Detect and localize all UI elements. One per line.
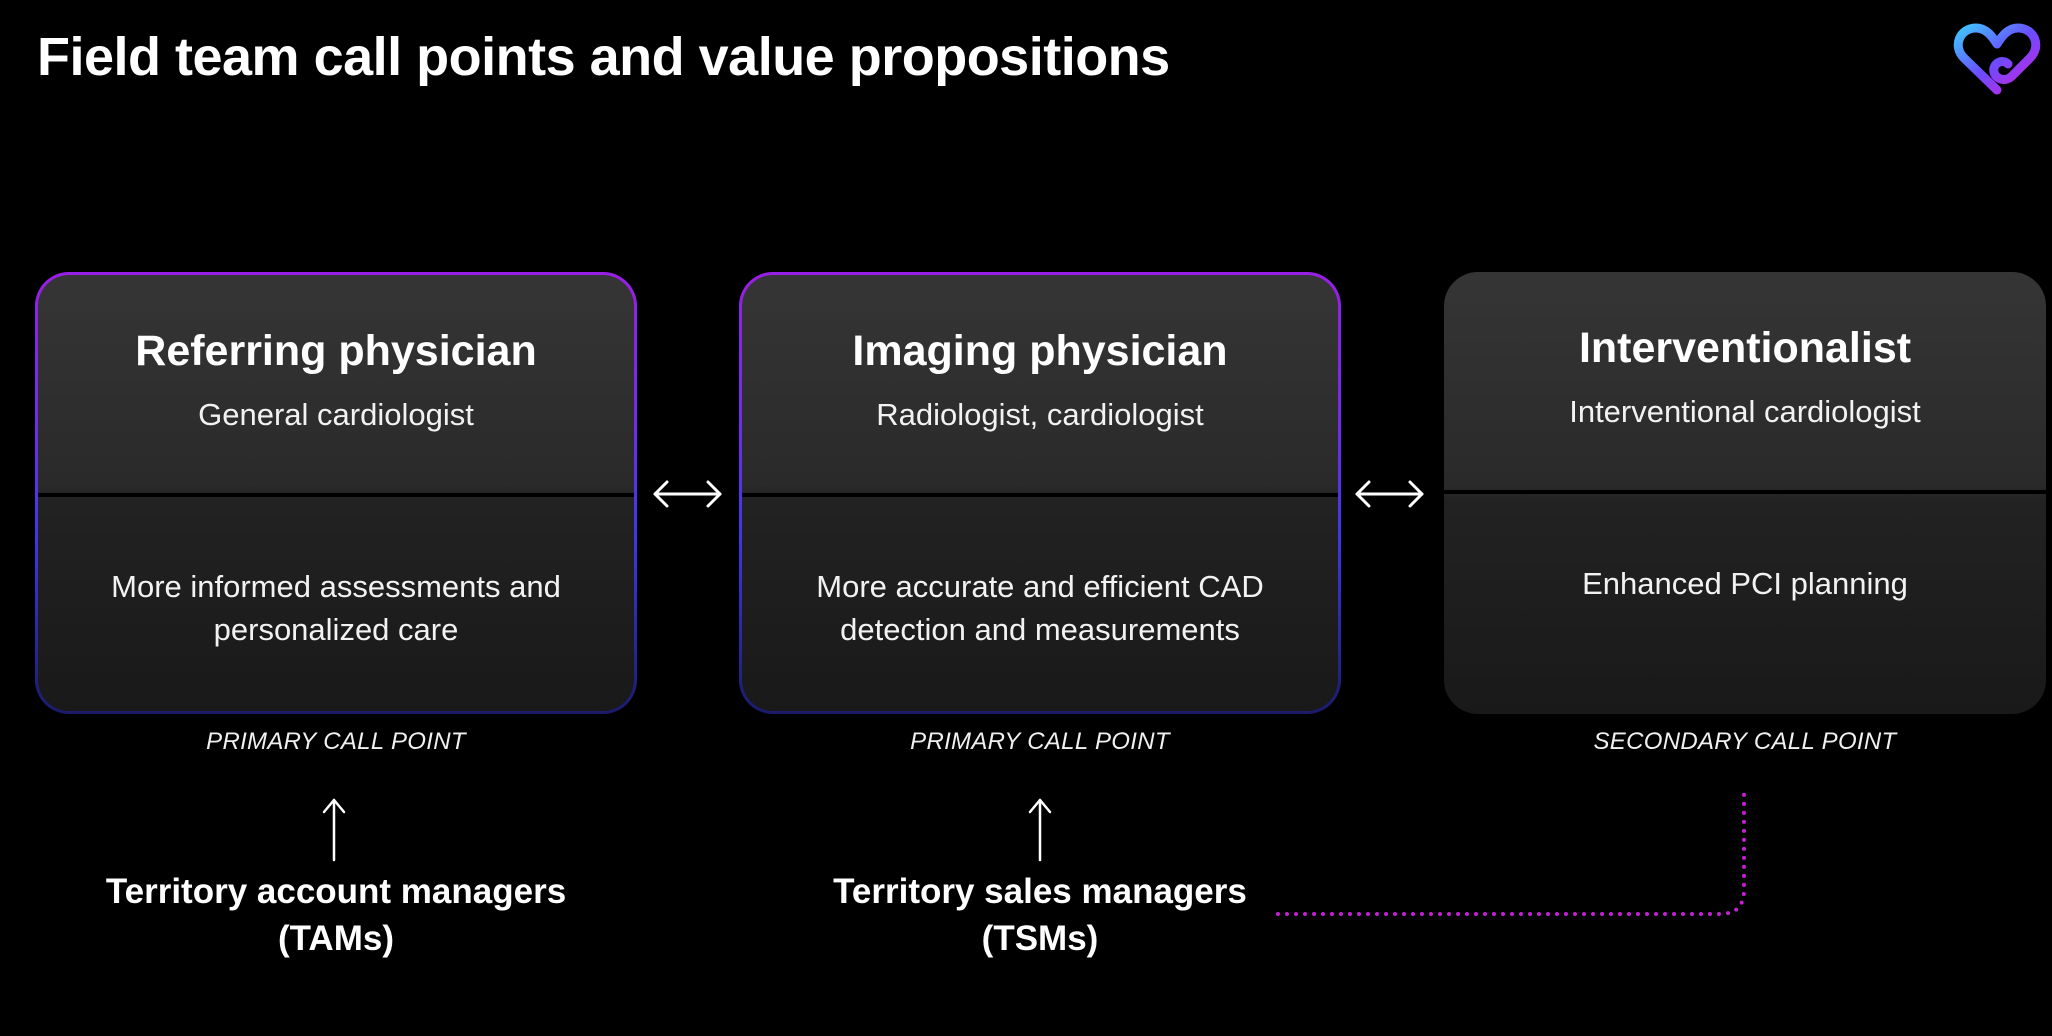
card-referring-physician: Referring physician General cardiologist… — [35, 272, 637, 714]
manager-name: Territory account managers — [105, 872, 567, 911]
card-value: More accurate and efficient CAD detectio… — [816, 569, 1264, 647]
manager-tsms: Territory sales managers (TSMs) — [739, 868, 1341, 962]
card-subtitle: Interventional cardiologist — [1569, 394, 1921, 429]
manager-tams: Territory account managers (TAMs) — [35, 868, 637, 962]
dotted-connector — [1276, 788, 1746, 916]
card-title: Imaging physician — [852, 327, 1228, 375]
up-arrow-icon — [1028, 798, 1052, 862]
card-title: Interventionalist — [1578, 324, 1912, 372]
page-title: Field team call points and value proposi… — [37, 27, 1170, 87]
heart-infinity-logo-icon — [1953, 23, 2041, 95]
card-divider — [742, 493, 1338, 497]
call-point-label: PRIMARY CALL POINT — [206, 728, 466, 755]
card-interventionalist: Interventionalist Interventional cardiol… — [1444, 272, 2046, 714]
manager-name: Territory sales managers — [833, 872, 1247, 911]
card-title: Referring physician — [135, 327, 537, 375]
card-subtitle: General cardiologist — [198, 397, 474, 432]
double-arrow-icon — [1355, 480, 1424, 508]
call-point-label: SECONDARY CALL POINT — [1593, 728, 1897, 755]
manager-abbrev: (TSMs) — [981, 919, 1099, 958]
card-divider — [1444, 490, 2046, 494]
card-imaging-physician: Imaging physician Radiologist, cardiolog… — [739, 272, 1341, 714]
card-subtitle: Radiologist, cardiologist — [876, 397, 1204, 432]
up-arrow-icon — [322, 798, 346, 862]
manager-abbrev: (TAMs) — [278, 919, 394, 958]
card-divider — [38, 493, 634, 497]
call-point-label: PRIMARY CALL POINT — [910, 728, 1170, 755]
double-arrow-icon — [653, 480, 722, 508]
card-value: More informed assessments and personaliz… — [111, 569, 561, 647]
card-value: Enhanced PCI planning — [1582, 566, 1908, 601]
